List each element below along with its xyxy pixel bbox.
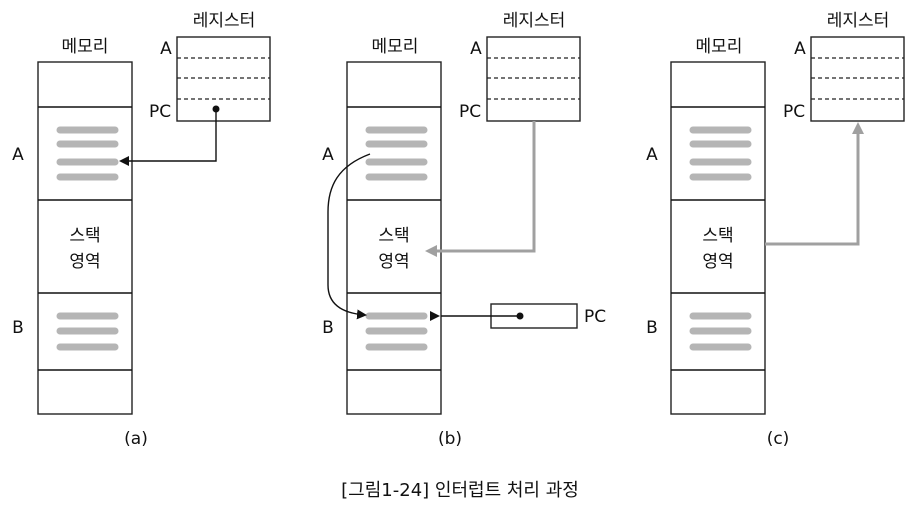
- register-box: [176, 36, 271, 122]
- memory-label: 메모리: [372, 37, 419, 57]
- pc-box-label: PC: [584, 307, 606, 327]
- save-to-stack-arrow: [425, 121, 536, 257]
- routine-b-bars: [365, 312, 428, 351]
- address-b-label: B: [646, 318, 658, 338]
- memory-column: [670, 61, 766, 415]
- restore-from-stack-arrow: [765, 122, 864, 246]
- stack-label-line2: 영역: [69, 252, 100, 272]
- register-a-label: A: [160, 39, 172, 59]
- panel-b-caption: (b): [438, 429, 462, 449]
- stack-label-line1: 스택: [378, 226, 409, 246]
- address-a-label: A: [12, 145, 24, 165]
- panel-a: 메모리 레지스터 스택 영역 A B A PC (a): [12, 11, 271, 449]
- address-b-label: B: [322, 318, 334, 338]
- routine-a-bars: [365, 126, 428, 181]
- routine-a-bars: [689, 126, 752, 181]
- routine-b-bars: [56, 312, 119, 351]
- figure-caption: [그림1-24] 인터럽트 처리 과정: [341, 480, 579, 501]
- memory-label: 메모리: [62, 37, 109, 57]
- register-label: 레지스터: [827, 11, 890, 31]
- register-a-label: A: [794, 39, 806, 59]
- panel-a-caption: (a): [124, 429, 148, 449]
- register-pc-label: PC: [459, 102, 481, 122]
- pc-to-a-arrow: [119, 109, 217, 166]
- address-a-label: A: [322, 145, 334, 165]
- stack-label-line1: 스택: [69, 226, 100, 246]
- panel-c: 메모리 레지스터 스택 영역 A B A PC (c): [646, 11, 905, 449]
- memory-column: [37, 61, 133, 415]
- routine-b-bars: [689, 312, 752, 351]
- panel-b: 메모리 레지스터 스택 영역 A B A PC: [322, 11, 606, 449]
- register-pc-label: PC: [149, 102, 171, 122]
- routine-a-bars: [56, 126, 119, 181]
- register-label: 레지스터: [193, 11, 256, 31]
- stack-label-line2: 영역: [378, 252, 409, 272]
- register-box: [486, 36, 581, 122]
- register-pc-label: PC: [783, 102, 805, 122]
- pc-to-b-arrowhead: [430, 311, 440, 321]
- register-a-label: A: [470, 39, 482, 59]
- register-label: 레지스터: [503, 11, 566, 31]
- register-box: [810, 36, 905, 122]
- address-b-label: B: [12, 318, 24, 338]
- memory-column: [346, 61, 442, 415]
- jump-to-b-arrow: [327, 153, 371, 320]
- address-a-label: A: [646, 145, 658, 165]
- panel-c-caption: (c): [767, 429, 790, 449]
- stack-label-line2: 영역: [702, 252, 733, 272]
- stack-label-line1: 스택: [702, 226, 733, 246]
- memory-label: 메모리: [696, 37, 743, 57]
